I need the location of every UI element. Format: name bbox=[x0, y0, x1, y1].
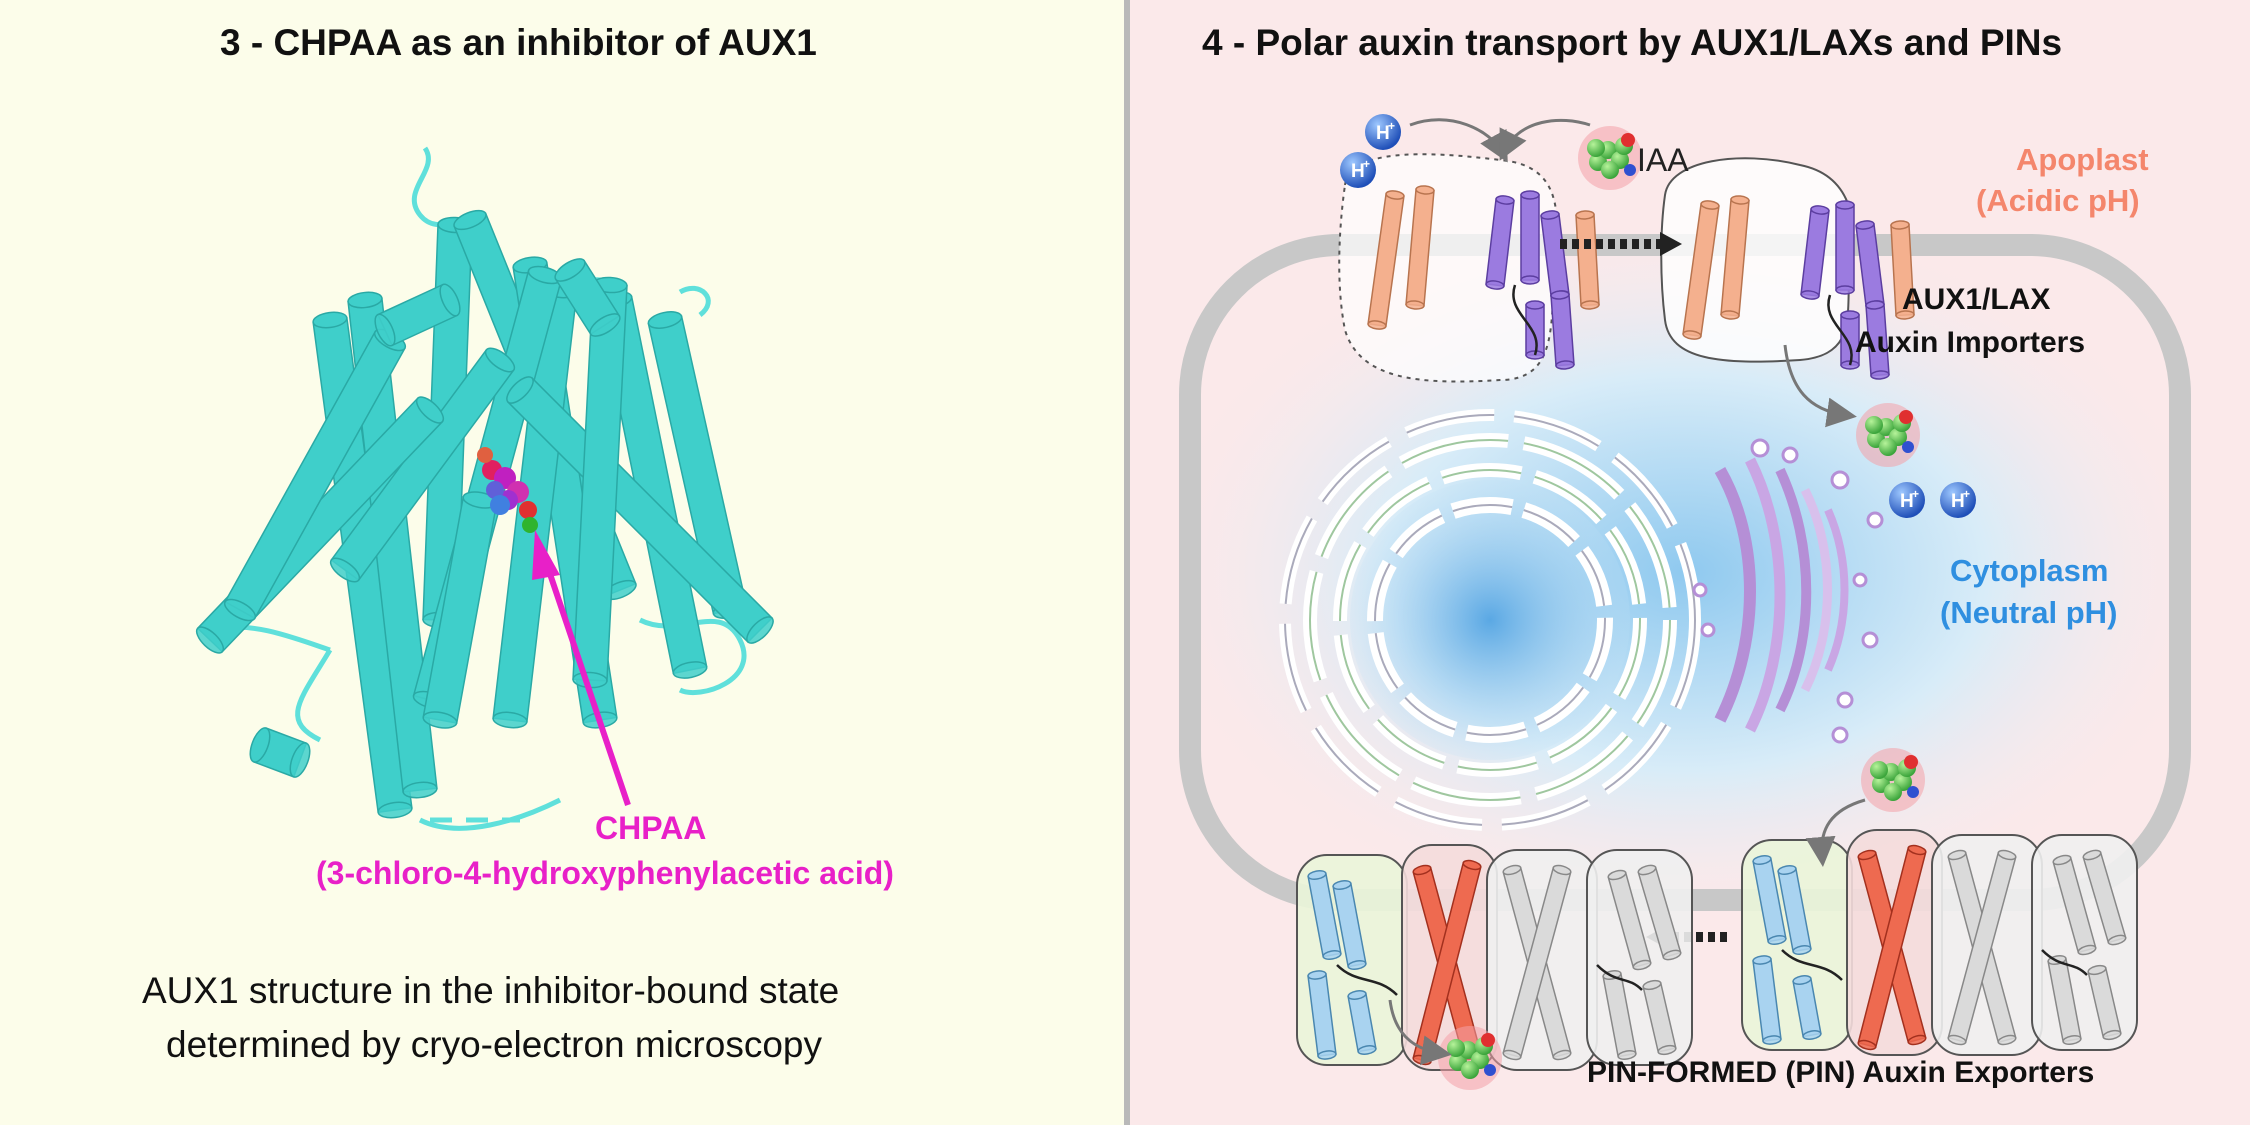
flow-arrows bbox=[1388, 118, 1866, 1066]
pin-left-helix-1 bbox=[1307, 870, 1342, 960]
importer-inward bbox=[1660, 157, 1915, 380]
apoplast-ph-label: (Acidic pH) bbox=[1976, 183, 2140, 218]
exporters-label: PIN-FORMED (PIN) Auxin Exporters bbox=[1587, 1056, 2095, 1089]
inhibitor-full-name: (3-chloro-4-hydroxyphenylacetic acid) bbox=[316, 855, 894, 891]
helix-16 bbox=[374, 283, 461, 347]
helix-14 bbox=[506, 376, 774, 644]
imp1-cyl-helix-6 bbox=[1550, 290, 1575, 370]
helix-group bbox=[195, 209, 774, 819]
transition-arrow-top bbox=[1560, 232, 1682, 256]
right-panel-title: 4 - Polar auxin transport by AUX1/LAXs a… bbox=[1202, 22, 2063, 63]
aux1-structure bbox=[195, 146, 774, 831]
pin-left-linker-1 bbox=[1336, 964, 1398, 996]
auxin-apoplast bbox=[1578, 126, 1642, 190]
auxin-exported bbox=[1438, 1026, 1502, 1090]
pin-exporter-right bbox=[1741, 829, 2138, 1056]
importer-outward bbox=[1338, 153, 1600, 383]
pin-right-helix-12 bbox=[2087, 964, 2122, 1041]
svg-text:H: H bbox=[1376, 123, 1390, 144]
cytoplasm-label: Cytoplasm bbox=[1950, 553, 2109, 588]
svg-text:+: + bbox=[1912, 487, 1919, 501]
helix-17 bbox=[554, 258, 621, 337]
auxin-cytoplasm-2 bbox=[1861, 748, 1925, 812]
svg-text:H: H bbox=[1351, 161, 1365, 182]
imp1-cyl-helix-4 bbox=[1520, 190, 1540, 285]
panel-divider bbox=[1124, 0, 1130, 1125]
helix-2 bbox=[347, 291, 438, 799]
pin-left-helix-3 bbox=[1307, 970, 1337, 1060]
left-panel-title: 3 - CHPAA as an inhibitor of AUX1 bbox=[220, 22, 817, 63]
pin-right-linker-1 bbox=[1781, 949, 1843, 981]
imp2-cyl-helix-4 bbox=[1835, 200, 1855, 295]
pin-right-helix-6 bbox=[1857, 844, 1927, 1051]
inhibitor-arrow bbox=[545, 567, 631, 806]
cytoplasm-ph-label: (Neutral pH) bbox=[1940, 595, 2118, 630]
pin-exporter-left bbox=[1296, 844, 1693, 1071]
svg-text:+: + bbox=[1388, 119, 1395, 133]
inhibitor-name: CHPAA bbox=[595, 810, 707, 846]
helix-13 bbox=[422, 491, 498, 729]
imp2-cyl-helix-3 bbox=[1800, 205, 1830, 300]
pin-right-helix-3 bbox=[1752, 955, 1782, 1045]
imp1-cyl-helix-8 bbox=[1575, 210, 1600, 310]
proton-ion-2: H+ bbox=[1340, 152, 1376, 188]
imp2-cyl-helix-6 bbox=[1865, 300, 1890, 380]
svg-text:+: + bbox=[1363, 157, 1370, 171]
pin-left-helix-12 bbox=[1642, 979, 1677, 1056]
pin-left-helix-10 bbox=[1637, 864, 1682, 961]
svg-text:+: + bbox=[1963, 487, 1970, 501]
imp1-cyl-helix-1 bbox=[1367, 190, 1405, 330]
pin-right-helix-1 bbox=[1752, 855, 1787, 945]
svg-text:H: H bbox=[1951, 491, 1965, 512]
imp1-cyl-linker bbox=[1512, 284, 1538, 356]
chpaa-ligand bbox=[477, 447, 538, 533]
pin-right-helix-8 bbox=[1947, 849, 2017, 1046]
proton-ion-3: H+ bbox=[1889, 482, 1925, 518]
pin-right-linker-2 bbox=[2041, 949, 2088, 976]
iaa-label: IAA bbox=[1637, 142, 1689, 178]
pin-left-linker-2 bbox=[1596, 964, 1643, 991]
inhibitor-arrowhead bbox=[532, 530, 560, 580]
imp1-cyl-helix-3 bbox=[1485, 195, 1515, 290]
pin-left-helix-4 bbox=[1347, 990, 1377, 1055]
nucleus bbox=[1279, 409, 1701, 831]
golgi-apparatus bbox=[1692, 438, 1884, 744]
importers-sublabel: Auxin Importers bbox=[1855, 326, 2086, 359]
caption-line-2: determined by cryo-electron microscopy bbox=[166, 1024, 822, 1065]
pin-right-helix-10 bbox=[2082, 849, 2127, 946]
imp2-cyl-helix-7 bbox=[1840, 310, 1860, 370]
importers-label: AUX1/LAX bbox=[1902, 283, 2051, 316]
helix-terminal bbox=[249, 727, 311, 778]
imp2-cyl-helix-2 bbox=[1720, 195, 1750, 320]
pin-right-helix-2 bbox=[1777, 865, 1812, 955]
auxin-molecules bbox=[1438, 126, 1925, 1090]
pin-left-helix-8 bbox=[1502, 864, 1572, 1061]
imp2-cyl-helix-8 bbox=[1890, 220, 1915, 320]
svg-text:H: H bbox=[1900, 491, 1914, 512]
pin-left-helix-2 bbox=[1332, 880, 1367, 970]
pin-right-helix-4 bbox=[1792, 975, 1822, 1040]
imp1-cyl-helix-2 bbox=[1405, 185, 1435, 310]
pin-right-helix-9 bbox=[2052, 854, 2097, 956]
pin-left-helix-9 bbox=[1607, 869, 1652, 971]
imp2-cyl-helix-1 bbox=[1682, 200, 1720, 340]
proton-ion-4: H+ bbox=[1940, 482, 1976, 518]
proton-ions: H+H+H+H+ bbox=[1340, 114, 1976, 518]
imp2-cyl-linker bbox=[1827, 294, 1853, 366]
apoplast-label: Apoplast bbox=[2016, 142, 2149, 177]
caption-line-1: AUX1 structure in the inhibitor-bound st… bbox=[142, 970, 840, 1011]
proton-ion-1: H+ bbox=[1365, 114, 1401, 150]
auxin-cytoplasm bbox=[1856, 403, 1920, 467]
